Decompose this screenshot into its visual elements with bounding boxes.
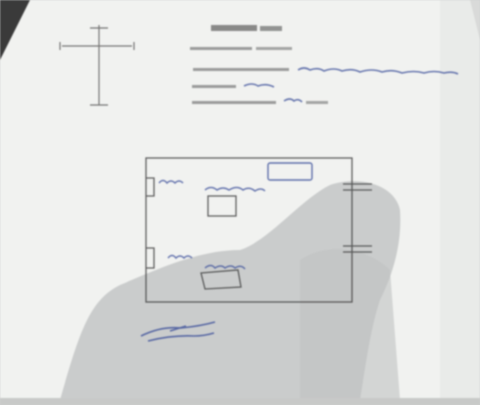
signature (140, 321, 216, 342)
printed-lines (190, 47, 459, 104)
left-door-lower (146, 247, 155, 269)
hand-shadow-lower (300, 249, 400, 400)
bottom-edge (0, 398, 480, 405)
paper-edge-shade (440, 0, 480, 405)
plan-sketch (145, 157, 372, 303)
plan-badge (267, 162, 313, 181)
inner-box-upper (207, 195, 237, 217)
printed-heading (211, 25, 282, 31)
cross-symbol (59, 25, 135, 106)
plan-handwriting (158, 179, 266, 270)
inner-box-lower (200, 269, 242, 290)
left-door-upper (146, 177, 155, 197)
plan-outline (145, 157, 353, 303)
